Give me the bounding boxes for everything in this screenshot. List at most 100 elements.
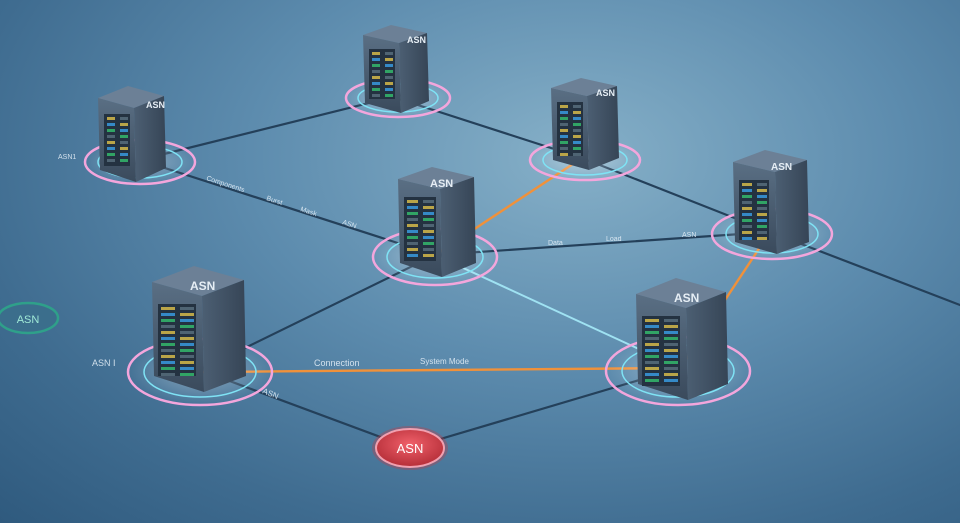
drive-bay: [573, 129, 581, 132]
drive-bay: [120, 159, 128, 162]
drive-bay: [180, 349, 194, 352]
drive-bay: [180, 337, 194, 340]
drive-bay: [664, 367, 678, 370]
drive-bay: [742, 195, 752, 198]
drive-bay: [757, 207, 767, 210]
drive-bay: [645, 319, 659, 322]
drive-bay: [161, 319, 175, 322]
drive-bay: [161, 313, 175, 316]
badge-label: ASN: [17, 314, 40, 326]
servers: ASN ASN ASN ASN: [98, 25, 809, 400]
drive-bay: [120, 117, 128, 120]
drive-bay: [757, 195, 767, 198]
drive-bay: [161, 349, 175, 352]
drive-bay: [372, 82, 380, 85]
drive-bay: [423, 242, 434, 245]
server-label: ASN: [190, 279, 215, 293]
drive-bay: [560, 111, 568, 114]
drive-bay: [664, 331, 678, 334]
server-rack: ASN: [152, 266, 246, 392]
drive-bay: [423, 254, 434, 257]
drive-bay: [664, 337, 678, 340]
server-label: ASN: [430, 178, 453, 190]
server-label: ASN: [674, 291, 699, 305]
drive-bay: [757, 225, 767, 228]
drive-bay: [107, 141, 115, 144]
drive-bay: [407, 242, 418, 245]
drive-bay: [107, 129, 115, 132]
drive-bay: [161, 307, 175, 310]
drive-bay: [385, 64, 393, 67]
drive-bay: [664, 343, 678, 346]
asn-badge-bottom: ASN: [372, 426, 448, 470]
drive-bay: [645, 373, 659, 376]
drive-bay: [423, 224, 434, 227]
server-rack: ASN: [398, 167, 476, 277]
drive-bay: [161, 343, 175, 346]
drive-bay: [372, 52, 380, 55]
label-asn-right: ASN: [682, 232, 696, 239]
drive-bay: [664, 361, 678, 364]
drive-bay: [645, 349, 659, 352]
label-asn-left: ASN I: [92, 358, 116, 368]
drive-bay: [180, 319, 194, 322]
drive-bay: [423, 206, 434, 209]
drive-bay: [560, 135, 568, 138]
drive-bay: [757, 237, 767, 240]
drive-bay: [120, 147, 128, 150]
drive-bay: [645, 343, 659, 346]
drive-bay: [161, 367, 175, 370]
label-system-mode: System Mode: [420, 357, 469, 366]
drive-bay: [573, 111, 581, 114]
drive-bay: [180, 355, 194, 358]
server-rack: ASN: [363, 25, 429, 113]
drive-bay: [385, 76, 393, 79]
label-asn1: ASN1: [58, 154, 76, 161]
drive-bay: [742, 219, 752, 222]
drive-bay: [742, 225, 752, 228]
drive-bay: [180, 331, 194, 334]
drive-bay: [573, 147, 581, 150]
drive-bay: [423, 230, 434, 233]
drive-bay: [645, 361, 659, 364]
drive-bay: [107, 117, 115, 120]
drive-bay: [560, 147, 568, 150]
drive-bay: [385, 88, 393, 91]
drive-bay: [180, 361, 194, 364]
drive-bay: [757, 219, 767, 222]
label-data: Data: [548, 240, 563, 247]
drive-bay: [742, 201, 752, 204]
drive-bay: [664, 373, 678, 376]
drive-bay: [161, 361, 175, 364]
drive-bay: [423, 248, 434, 251]
server-label: ASN: [407, 35, 426, 45]
drive-bay: [757, 231, 767, 234]
drive-bay: [385, 52, 393, 55]
drive-bay: [385, 94, 393, 97]
drive-bay: [645, 331, 659, 334]
drive-bay: [742, 207, 752, 210]
drive-bay: [423, 236, 434, 239]
drive-bay: [645, 325, 659, 328]
drive-bay: [757, 213, 767, 216]
drive-bay: [120, 123, 128, 126]
label-asn-lower: ASN: [261, 387, 280, 402]
drive-bay: [407, 224, 418, 227]
drive-bay: [573, 117, 581, 120]
drive-bay: [423, 200, 434, 203]
drive-bay: [120, 129, 128, 132]
server-rack: ASN: [636, 278, 728, 400]
drive-bay: [664, 349, 678, 352]
drive-bay: [180, 307, 194, 310]
drive-bay: [161, 373, 175, 376]
drive-bay: [407, 200, 418, 203]
drive-bay: [385, 58, 393, 61]
drive-bay: [664, 379, 678, 382]
drive-bay: [407, 230, 418, 233]
server-rack: ASN: [551, 78, 619, 170]
drive-bay: [161, 337, 175, 340]
drive-bay: [560, 141, 568, 144]
drive-bay: [372, 88, 380, 91]
label-load: Load: [606, 236, 622, 243]
